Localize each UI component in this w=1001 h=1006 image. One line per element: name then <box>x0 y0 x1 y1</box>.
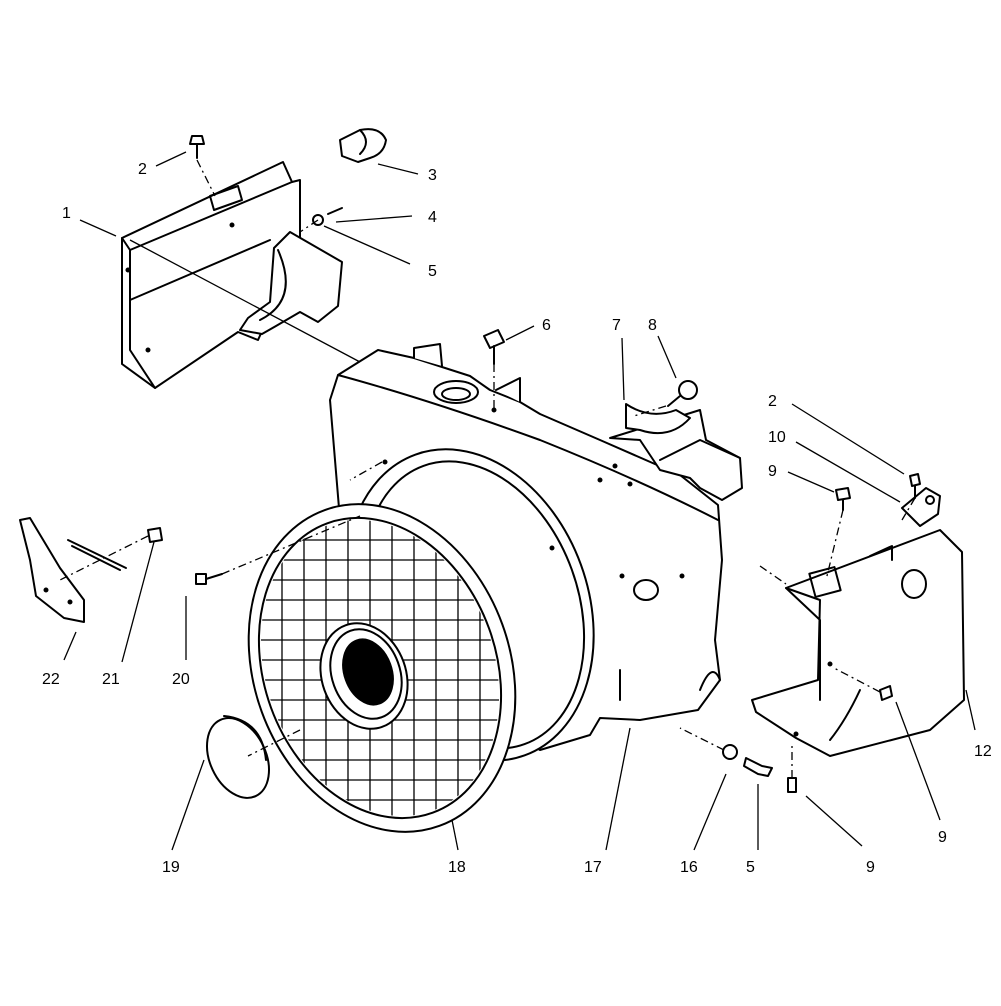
callout-8: 8 <box>648 317 657 334</box>
callout-2-top-left: 2 <box>138 161 147 178</box>
callout-17: 17 <box>584 859 602 876</box>
callout-5-top: 5 <box>428 263 437 280</box>
callout-4: 4 <box>428 209 437 226</box>
rear-bracket <box>609 403 743 501</box>
bolt-6 <box>483 329 505 365</box>
callout-9-right: 9 <box>938 829 947 846</box>
clamp-3 <box>339 128 387 163</box>
callout-18: 18 <box>448 859 466 876</box>
callout-5-bottom: 5 <box>746 859 755 876</box>
callout-2-right: 2 <box>768 393 777 410</box>
callout-22: 22 <box>42 671 60 688</box>
callout-20: 20 <box>172 671 190 688</box>
alignment-lines <box>59 159 916 778</box>
callout-21: 21 <box>102 671 120 688</box>
right-lower-shroud <box>751 487 965 757</box>
callout-16: 16 <box>680 859 698 876</box>
knob-8 <box>667 380 698 407</box>
center-cap <box>206 715 270 799</box>
callout-9-upper: 9 <box>768 463 777 480</box>
callout-10: 10 <box>768 429 786 446</box>
callout-6: 6 <box>542 317 551 334</box>
upper-left-shroud <box>121 161 343 389</box>
callout-7: 7 <box>612 317 621 334</box>
screw-2-top <box>189 135 205 159</box>
callout-12: 12 <box>974 743 992 760</box>
fasteners <box>67 128 921 793</box>
callout-9-bottom: 9 <box>866 859 875 876</box>
callout-1: 1 <box>62 205 71 222</box>
small-side-bracket <box>19 517 85 623</box>
leader-lines <box>63 151 976 851</box>
callout-3: 3 <box>428 167 437 184</box>
callout-19: 19 <box>162 859 180 876</box>
callouts: 1 2 3 4 5 6 7 8 2 10 9 22 21 20 12 9 19 … <box>42 161 992 876</box>
